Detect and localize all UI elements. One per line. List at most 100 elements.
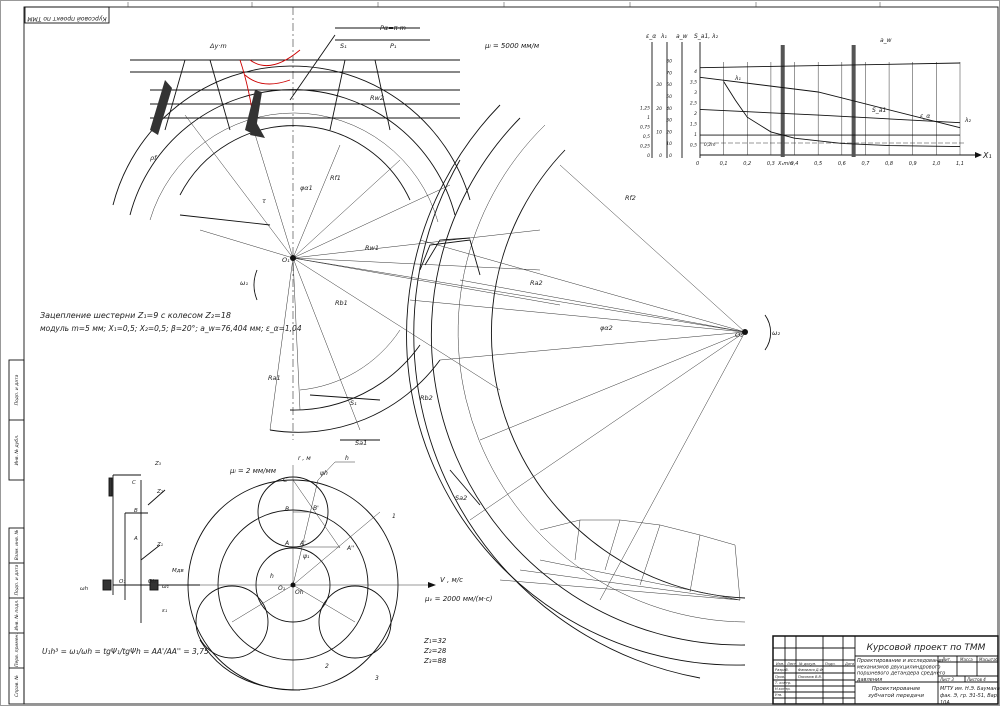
- gear-label: Rf2: [625, 194, 636, 202]
- center-o1: [290, 255, 296, 261]
- sa-tick-label: 2,5: [690, 101, 697, 107]
- side-stamp-label: Перв. примен.: [14, 633, 20, 667]
- inverted-stamp-text: Курсовой проект по ТММ: [27, 15, 107, 22]
- title-col-header: Дата: [844, 662, 854, 666]
- sa-tick-label: 2: [694, 111, 697, 117]
- teeth-z3: Z₃=88: [423, 657, 447, 665]
- planetary-velocity-scale: μᵥ = 2000 мм/(м·с): [424, 595, 493, 603]
- x-tick-label: 1,0: [932, 161, 940, 167]
- gear-label: τ: [262, 197, 266, 205]
- scheme-label: ω₁: [162, 584, 169, 590]
- planetary-diagram: [102, 461, 436, 691]
- side-stamp-label: Инв. № дубл.: [14, 435, 20, 466]
- title-name: Фамилия Д.Ф.: [798, 668, 824, 672]
- side-stamp-label: Подп. и дата: [14, 374, 20, 405]
- gearing-caption-line2: модуль m=5 мм; X₁=0,5; X₂=0,5; β=20°; a_…: [40, 324, 302, 333]
- gear-label: S₁: [350, 399, 357, 407]
- title-row-label: Т. контр.: [775, 681, 791, 685]
- side-stamp-label: Инв. № подл.: [14, 599, 20, 630]
- side-stamp-label: Справ. №: [14, 675, 20, 697]
- planet-circle: [195, 585, 269, 659]
- gear-label: P₁: [390, 42, 397, 50]
- title-block: [772, 635, 999, 705]
- series-line-ε_α: [699, 108, 961, 124]
- gear-label: S₁: [340, 42, 347, 50]
- x-tick-label: 0,8: [885, 161, 893, 167]
- series-label: ε_α: [920, 113, 930, 120]
- center-o2: [742, 329, 748, 335]
- title-row-label: Утв.: [775, 693, 782, 697]
- lambda1-tick-label: 20: [656, 106, 662, 112]
- y-axis-label: S_a1, λ₂: [694, 33, 719, 40]
- gear-label: Pα=π·m: [380, 24, 406, 32]
- planetary-length-scale: μₗ = 2 мм/мм: [229, 467, 277, 475]
- planetary-label: O₁: [278, 585, 286, 592]
- gear-label: Sa2: [455, 494, 467, 502]
- gear-label: Sa1: [355, 439, 367, 447]
- planetary-label: 3: [375, 675, 379, 682]
- aw-tick-label: 80: [666, 59, 672, 65]
- planetary-label: B: [285, 506, 289, 513]
- inverted-stamp: Курсовой проект по ТММ: [24, 6, 110, 24]
- title-col-header: Лист: [786, 662, 797, 666]
- gear-label: O₂: [735, 331, 743, 339]
- series-label: λ₂: [964, 117, 972, 124]
- gearing-caption-line1: Зацепление шестерни Z₁=9 с колесом Z₂=18: [40, 311, 231, 320]
- series-label: S_a1: [872, 107, 886, 114]
- gear-ratio-formula: U₁h³ = ω₁/ωh = tgΨ₁/tgΨh = AA'/AA'' = 3,…: [42, 647, 209, 656]
- radius-axis-label: r , м: [298, 455, 311, 462]
- drawing-frame: [23, 6, 999, 705]
- x-tick-label: 0,2: [743, 161, 751, 167]
- planetary-label: A: [284, 540, 289, 547]
- title-col-header: Подп.: [825, 662, 836, 666]
- title-sheet: Лист 3: [939, 677, 954, 682]
- series-label: λ₁: [734, 75, 742, 82]
- x-tick-label: 0: [696, 161, 699, 167]
- top-ruler-marks: [127, 2, 881, 7]
- gear-label: φα2: [600, 324, 613, 332]
- sa-tick-label: 3: [694, 90, 697, 96]
- lambda1-tick-label: 0: [659, 153, 662, 159]
- gear-scale: μₗ = 5000 мм/м: [484, 42, 540, 50]
- scheme-label: ε₁: [162, 608, 167, 614]
- series-label: a_w: [880, 37, 892, 44]
- chart-annotation: 0,2m: [704, 142, 716, 148]
- planetary-label: 1: [392, 513, 396, 520]
- velocity-axis-label: V , м/с: [440, 576, 463, 584]
- scheme-label: ωh: [80, 586, 89, 592]
- x-axis-label: X₁: [982, 151, 992, 160]
- scheme-label: Oh: [148, 579, 156, 585]
- title-row-label: Н.контр.: [775, 687, 791, 691]
- title-scale: Масштаб: [979, 657, 999, 662]
- scheme-label: O₁: [119, 579, 126, 585]
- planetary-label: A': [299, 540, 306, 547]
- title-project: Курсовой проект по ТММ: [867, 643, 986, 653]
- scheme-label: Z₁: [156, 542, 163, 548]
- planetary-label: Oh: [295, 589, 304, 596]
- y-axis-label: λ₁: [660, 33, 668, 40]
- planetary-label: ψh: [320, 470, 328, 477]
- title-sheets: Листов 4: [966, 677, 986, 682]
- lambda1-tick-label: 10: [656, 129, 662, 135]
- gear-label: Rb1: [335, 299, 348, 307]
- planetary-label: B': [313, 505, 319, 512]
- planetary-label: h: [270, 573, 274, 580]
- title-col-header: Изм.: [776, 662, 784, 666]
- scheme-label: A: [133, 536, 138, 542]
- scheme-label: Z₃: [154, 461, 162, 467]
- scheme-label: B: [134, 508, 138, 514]
- sa-tick-label: 1: [694, 132, 697, 138]
- y-axis-label: ε_α: [646, 33, 656, 40]
- side-stamp-label: Взам. инв. №: [14, 529, 20, 560]
- gear-label: ω₁: [240, 279, 248, 287]
- series-line-a_w: [699, 62, 961, 69]
- teeth-z2: Z₂=28: [423, 647, 447, 655]
- aw-tick-label: 20: [666, 129, 672, 135]
